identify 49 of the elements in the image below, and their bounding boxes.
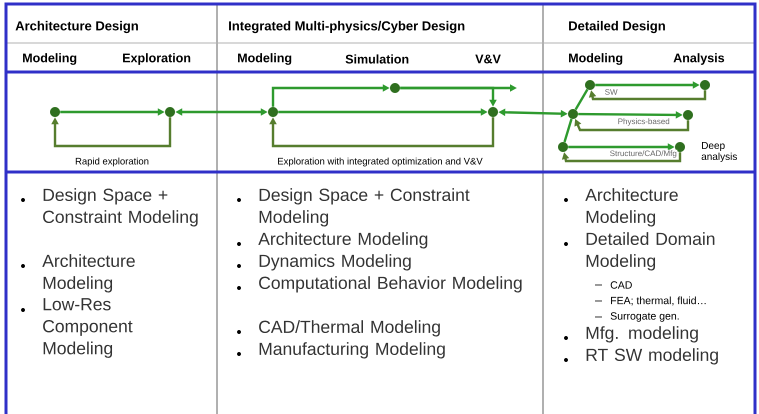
list-item: Architecture Modeling — [42, 254, 135, 292]
sub-item: FEA; thermal, fluid… — [611, 296, 706, 306]
list-item: Mfg. modeling — [586, 326, 698, 342]
column-subheading: Modeling — [238, 53, 292, 65]
edge-label: Exploration with integrated optimization and V&V — [276, 156, 484, 168]
column-heading: Architecture Design — [16, 20, 138, 34]
dot — [675, 142, 685, 152]
arrow — [51, 117, 172, 148]
dot — [390, 83, 400, 93]
dot — [488, 107, 498, 117]
list-item: Design Space + Constraint Modeling — [43, 188, 198, 227]
dot — [585, 80, 595, 90]
column-subheading: Simulation — [346, 54, 408, 64]
dot — [50, 107, 60, 117]
list-item: Dynamics Modeling — [260, 254, 411, 270]
list-item: CAD/Thermal Modeling — [259, 320, 440, 336]
column-heading: Detailed Design — [569, 20, 665, 34]
connector-line — [574, 88, 588, 110]
column-subheading: Exploration — [123, 53, 190, 65]
dot — [165, 107, 175, 117]
column-subheading: Modeling — [569, 53, 622, 65]
column-subheading: Modeling — [23, 53, 76, 65]
dot — [558, 142, 568, 152]
edge-label: Rapid exploration — [74, 156, 150, 168]
list-item: RT SW modeling — [586, 348, 718, 364]
dot — [700, 80, 710, 90]
column-subheading: V&V — [475, 54, 501, 64]
dot — [683, 110, 693, 120]
edge-label: Physics-based — [617, 118, 670, 126]
list-item: Architecture Modeling — [258, 232, 428, 248]
arrow — [562, 152, 682, 162]
connector-line — [563, 118, 573, 142]
list-item: Design Space + Constraint Modeling — [260, 188, 470, 227]
list-item: Detailed Domain Modeling — [586, 232, 714, 270]
sub-item: CAD — [610, 281, 632, 289]
dot — [268, 107, 278, 117]
column-subheading: Analysis — [674, 53, 724, 65]
note-text: Deep analysis — [702, 142, 737, 162]
list-item: Architecture Modeling — [585, 188, 678, 227]
list-item: Manufacturing Modeling — [260, 342, 445, 358]
list-item: Computational Behavior Modeling — [259, 276, 522, 292]
dot — [568, 109, 578, 119]
arrow — [269, 117, 494, 148]
list-item: Low-Res Component Modeling — [43, 298, 133, 358]
column-heading: Integrated Multi-physics/Cyber Design — [229, 20, 464, 34]
arrow — [588, 90, 706, 100]
edge-label: Structure/CAD/Mfg — [609, 150, 678, 158]
edge-label: SW — [604, 88, 618, 96]
sub-item: Surrogate gen. — [610, 312, 679, 322]
